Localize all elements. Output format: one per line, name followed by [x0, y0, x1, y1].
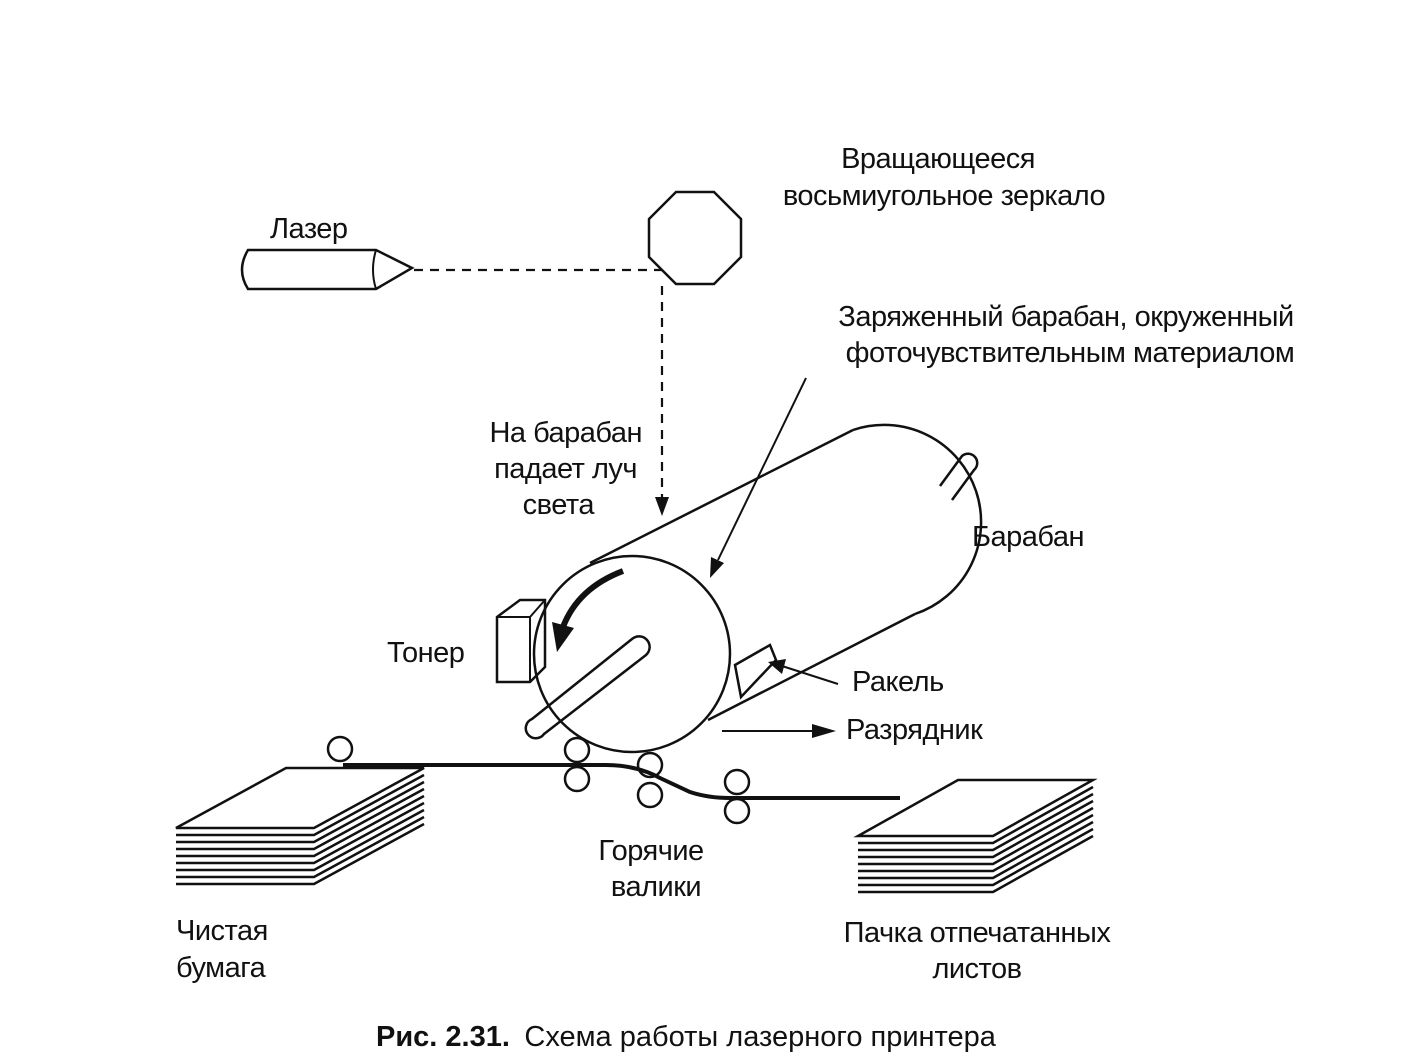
printed-paper-stack [853, 778, 1098, 894]
paper-sheet [858, 792, 1094, 852]
squeegee-pointer-line [781, 665, 839, 685]
drum-pointer-arrow-icon [710, 557, 724, 578]
paper-sheet [176, 815, 425, 879]
paper-sheet [858, 813, 1094, 873]
rotation-arrow-icon [552, 568, 625, 652]
paper-sheet [858, 785, 1094, 845]
beam-label: падает луч [494, 453, 637, 485]
laser-icon [240, 248, 415, 291]
paper-sheet [858, 806, 1094, 866]
paper-sheet [176, 794, 425, 858]
clean-paper-label: бумага [176, 952, 267, 984]
squeegee-pointer-arrow-icon [768, 659, 786, 674]
paper-sheet [176, 780, 425, 844]
discharger-label: Разрядник [846, 714, 983, 746]
caption-number: Рис. 2.31. [376, 1021, 510, 1053]
paper-sheet [176, 773, 425, 837]
paper-sheet [858, 827, 1094, 887]
squeegee-label: Ракель [852, 666, 944, 698]
rollers [326, 735, 751, 825]
drum-pointer-line [717, 377, 807, 561]
mirror-label: Вращающееся [841, 143, 1035, 175]
beam-label: света [523, 489, 596, 521]
charged-drum-label: Заряженный барабан, окруженный [838, 301, 1293, 333]
clean-paper-label: Чистая [176, 915, 268, 947]
hot-rollers-label: валики [611, 871, 701, 903]
squeegee-blade [733, 643, 778, 700]
paper-sheet [858, 820, 1094, 880]
beam-label: На барабан [489, 417, 642, 449]
drum-cylinder [524, 423, 983, 754]
drum-beam-arrow-icon [655, 497, 669, 516]
paper-sheet [858, 834, 1094, 894]
mirror-label: восьмиугольное зеркало [783, 180, 1105, 212]
octagon-mirror-icon [647, 190, 743, 286]
paper-sheet [176, 801, 425, 865]
hot-rollers-label: Горячие [598, 835, 703, 867]
paper-sheet [176, 808, 425, 872]
printed-stack-label: листов [932, 953, 1021, 985]
paper-sheet [176, 822, 425, 886]
charged-drum-label: фоточувствительным материалом [846, 337, 1295, 369]
printed-stack-label: Пачка отпечатанных [844, 917, 1112, 949]
paper-sheet [176, 787, 425, 851]
paper-sheet [858, 799, 1094, 859]
laser-label: Лазер [270, 213, 348, 245]
drum-label: Барабан [972, 521, 1084, 553]
paper-path [343, 763, 900, 800]
clean-paper-stack [175, 766, 425, 886]
paper-sheet [853, 778, 1098, 838]
caption-text: Схема работы лазерного принтера [524, 1021, 996, 1053]
discharger-arrow-icon [812, 724, 836, 738]
toner-label: Тонер [387, 637, 464, 669]
figure-caption: Рис. 2.31. Схема работы лазерного принте… [376, 1021, 997, 1053]
paper-sheet [175, 766, 425, 830]
toner-unit [495, 598, 547, 684]
